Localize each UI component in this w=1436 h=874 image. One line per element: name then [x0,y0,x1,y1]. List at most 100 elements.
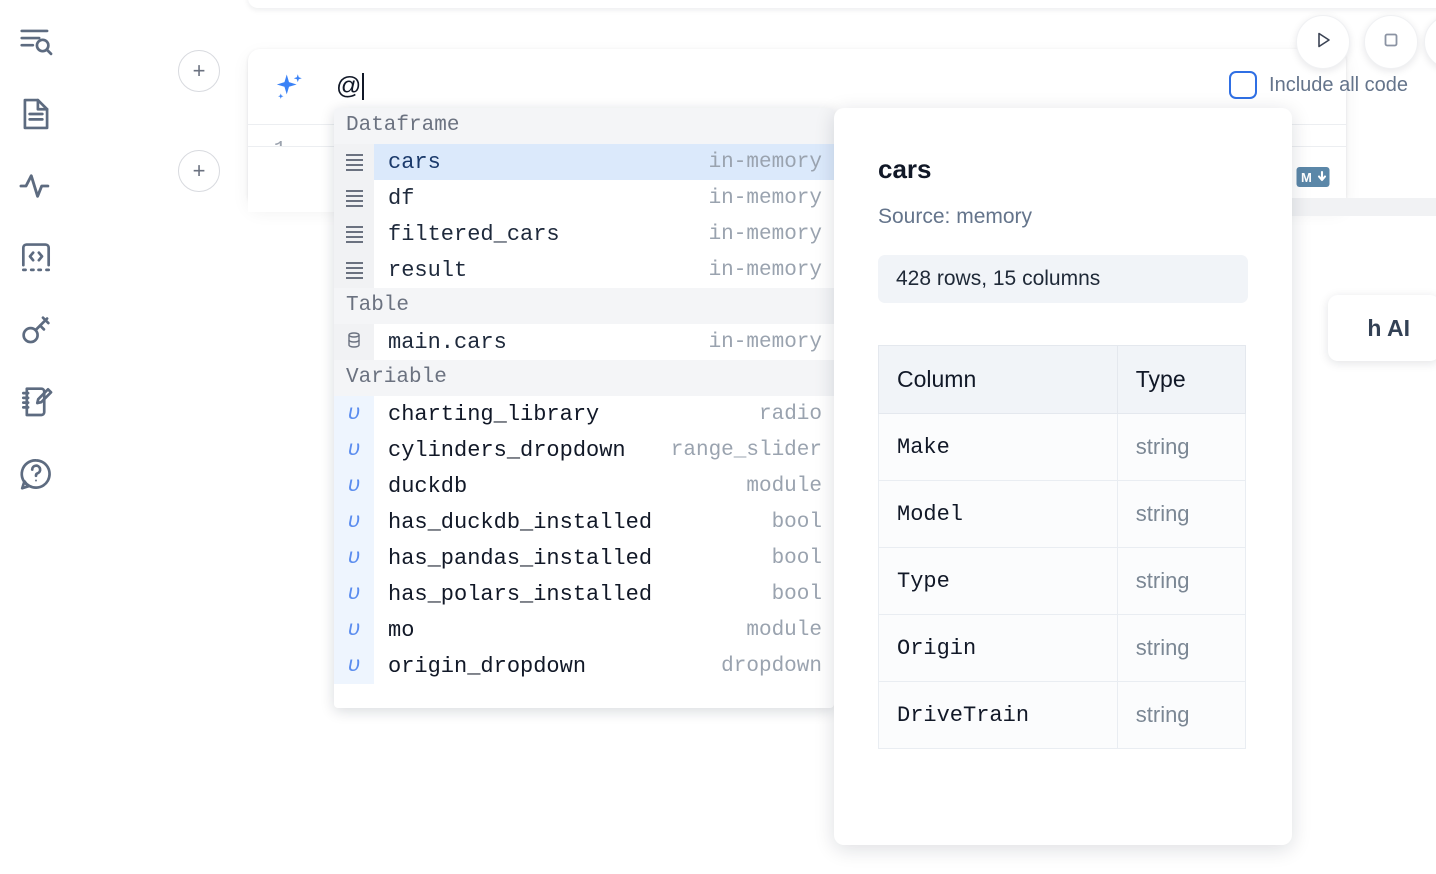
variable-icon: υ [347,402,361,426]
autocomplete-item-type: module [746,474,822,498]
autocomplete-item-icon: υ [334,504,374,540]
generate-with-ai-label: h AI [1367,314,1410,341]
document-icon [17,95,55,133]
cell-column-type: string [1116,681,1247,749]
ai-prompt-value: @ [336,72,362,100]
column-header-type: Type [1116,345,1247,414]
autocomplete-item-icon: υ [334,648,374,684]
autocomplete-item-type: radio [758,402,822,426]
include-all-code-row[interactable]: Include all code [1229,71,1408,99]
autocomplete-item-type: in-memory [708,222,822,246]
autocomplete-group-header: Variable [334,360,834,396]
autocomplete-item-type: dropdown [721,654,822,678]
autocomplete-item-type: range_slider [670,438,822,462]
sidebar-item-variables[interactable] [12,162,60,210]
cell-column-type: string [1116,614,1247,682]
code-brackets-icon [17,239,55,277]
table-header-row: Column Type [878,345,1247,414]
autocomplete-item[interactable]: df in-memory [334,180,834,216]
stop-square-icon [1379,28,1403,57]
autocomplete-item[interactable]: filtered_cars in-memory [334,216,834,252]
include-all-code-checkbox[interactable] [1229,71,1258,99]
autocomplete-item-icon: υ [334,396,374,432]
key-icon [17,311,55,349]
sidebar-item-file-explorer-search[interactable] [12,18,60,66]
run-cell-button[interactable] [1296,15,1350,69]
ai-prompt-input[interactable]: @ [336,67,1346,107]
autocomplete-item-name: duckdb [388,473,468,499]
cell-column-name: Type [878,547,1118,615]
variable-icon: υ [347,546,361,570]
autocomplete-item-name: has_polars_installed [388,581,653,607]
autocomplete-item-type: in-memory [708,258,822,282]
autocomplete-item-type: in-memory [708,186,822,210]
sidebar-item-dependencies[interactable] [12,234,60,282]
sidebar-item-scratchpad[interactable] [12,378,60,426]
list-search-icon [17,23,55,61]
sidebar-item-secrets[interactable] [12,306,60,354]
question-chat-icon [17,455,55,493]
stop-cell-button[interactable] [1364,15,1418,69]
generate-with-ai-button[interactable]: h AI [1328,295,1436,361]
autocomplete-item-type: module [746,618,822,642]
more-actions-button[interactable] [1424,15,1436,69]
dataframe-preview-panel: cars Source: memory 428 rows, 15 columns… [834,108,1292,845]
cell-column-name: Origin [878,614,1118,682]
sidebar-item-help[interactable] [12,450,60,498]
cell-column-type: string [1116,480,1247,548]
autocomplete-item-type: in-memory [708,150,822,174]
autocomplete-item-type: bool [771,582,822,606]
autocomplete-item-name: mo [388,617,415,643]
autocomplete-item-name: df [388,185,415,211]
add-cell-below-button[interactable]: + [178,150,220,192]
table-icon [344,330,364,355]
variable-icon: υ [347,618,361,642]
cell-column-name: DriveTrain [878,681,1118,749]
left-icon-rail [0,0,72,874]
include-all-code-label: Include all code [1269,73,1408,96]
preview-source: Source: memory [878,205,1033,228]
sidebar-item-documents[interactable] [12,90,60,138]
autocomplete-item[interactable]: υ mo module [334,612,834,648]
autocomplete-item-icon: υ [334,612,374,648]
dataframe-icon [345,153,363,171]
markdown-down-icon[interactable]: M [1296,165,1330,194]
text-caret [362,73,365,100]
variable-icon: υ [347,438,361,462]
play-icon [1311,28,1335,57]
autocomplete-item[interactable]: result in-memory [334,252,834,288]
autocomplete-item[interactable]: υ origin_dropdown dropdown [334,648,834,684]
dataframe-icon [345,189,363,207]
variable-icon: υ [347,510,361,534]
preview-shape-badge: 428 rows, 15 columns [878,255,1248,303]
dataframe-icon [345,225,363,243]
autocomplete-item-name: result [388,257,468,283]
autocomplete-item-icon [334,216,374,252]
add-cell-above-button[interactable]: + [178,50,220,92]
cell-column-type: string [1116,413,1247,481]
autocomplete-item-type: bool [771,510,822,534]
autocomplete-item-name: origin_dropdown [388,653,587,679]
dataframe-icon [345,261,363,279]
cell-column-name: Model [878,480,1118,548]
previous-cell[interactable] [248,0,1436,8]
autocomplete-item-name: filtered_cars [388,221,560,247]
cell-column-name: Make [878,413,1118,481]
autocomplete-group-header: Dataframe [334,108,834,144]
autocomplete-item-icon [334,180,374,216]
